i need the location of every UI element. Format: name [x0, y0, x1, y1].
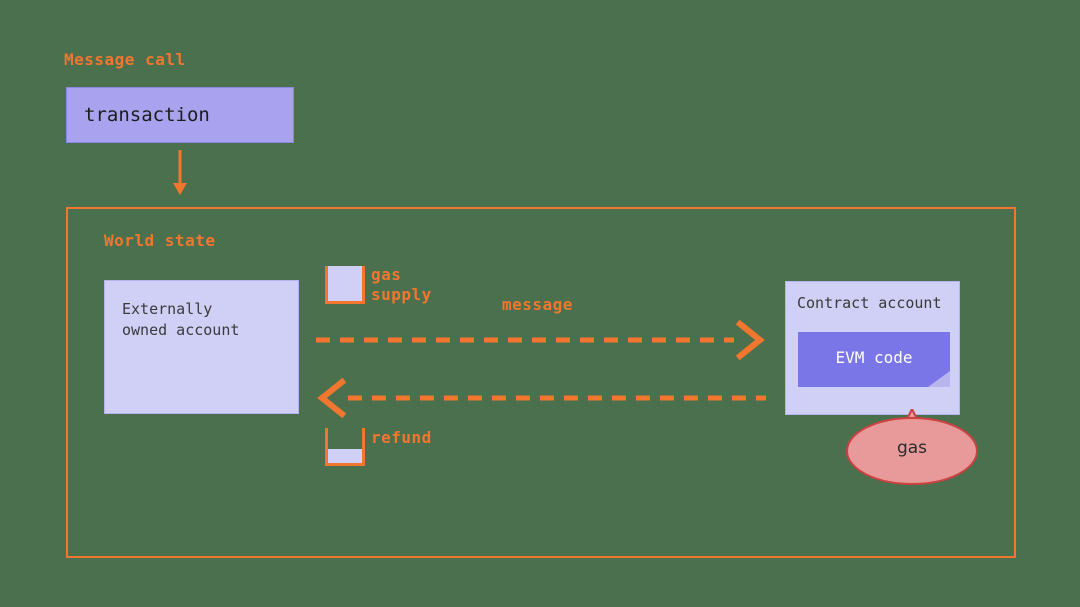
message-edge-label: message [502, 295, 573, 314]
arrow-left-icon [316, 377, 766, 422]
externally-owned-account-label: Externally owned account [122, 300, 240, 339]
gas-supply-beaker-fill [328, 266, 362, 301]
world-state-section-label: World state [104, 231, 216, 250]
refund-label: refund [371, 428, 432, 447]
evm-code-node[interactable]: EVM code [798, 332, 950, 387]
gas-supply-beaker-icon [325, 266, 365, 304]
world-state-container [66, 207, 1016, 558]
arrow-down-icon [162, 150, 198, 202]
evm-code-shape [798, 332, 950, 387]
refund-beaker-icon [325, 428, 365, 466]
contract-account-node[interactable]: Contract account EVM code [785, 281, 960, 415]
transaction-node-label: transaction [84, 104, 210, 126]
burst-icon [846, 406, 978, 485]
evm-code-label: EVM code [835, 348, 913, 367]
refund-beaker-fill [328, 449, 362, 463]
arrow-right-icon [316, 319, 766, 364]
gas-supply-label: gas supply [371, 265, 432, 304]
message-call-section-label: Message call [64, 50, 186, 69]
externally-owned-account-node[interactable]: Externally owned account [104, 280, 299, 414]
contract-account-label: Contract account [797, 294, 942, 312]
gas-burst-node[interactable]: gas [845, 406, 979, 487]
transaction-node[interactable]: transaction [66, 87, 294, 143]
